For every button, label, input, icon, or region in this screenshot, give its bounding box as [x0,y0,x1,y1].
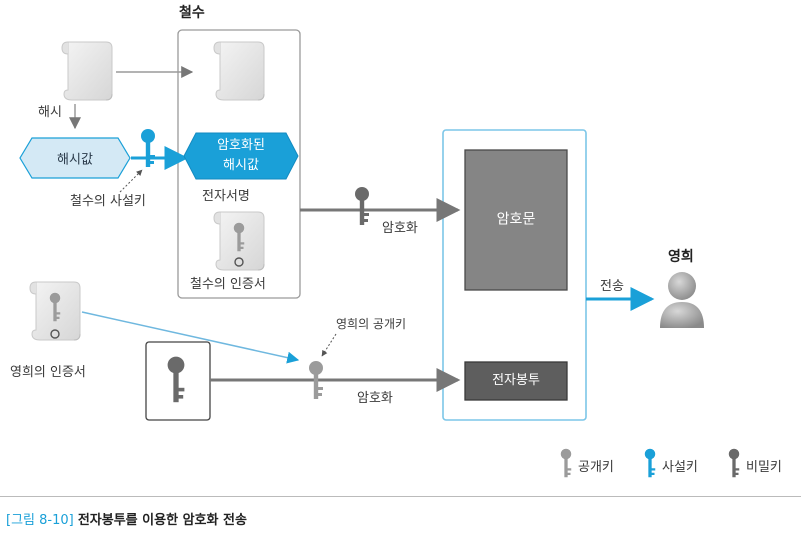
legend-private-key-icon [644,448,656,478]
caption-divider [0,496,801,497]
receiver-public-key-label: 영희의 공개키 [336,317,407,331]
sender-document-icon [213,41,265,101]
encrypted-hash-hexagon [183,132,299,180]
public-key-arrow [81,311,300,364]
legend-secret-key-label: 비밀키 [746,460,782,475]
hash-value-hexagon [19,137,131,179]
encrypted-hash-label-1: 암호화된 [217,137,265,153]
sender-name: 철수 [179,5,205,21]
transmit-label: 전송 [600,279,624,294]
sender-certificate-icon [213,211,265,271]
hash-step-label: 해시 [38,105,62,120]
figure-number: [그림 8-10] [6,513,74,528]
receiver-certificate-icon [29,281,81,341]
encrypt-bottom-label: 암호화 [357,391,393,406]
hash-value-label: 해시값 [57,152,93,168]
figure-caption: [그림 8-10] 전자봉투를 이용한 암호화 전송 [6,509,247,528]
legend-private-key-label: 사설키 [662,460,698,475]
legend-public-key-icon [560,448,572,478]
digital-envelope-label: 전자봉투 [492,373,540,389]
legend-public-key-label: 공개키 [578,460,614,475]
digital-envelope-box [464,361,568,401]
digital-signature-label: 전자서명 [202,189,250,204]
secret-key-top-icon [355,187,369,225]
receiver-name: 영희 [668,249,694,265]
sender-certificate-label: 철수의 인증서 [190,277,266,292]
sender-private-key-icon [141,129,155,167]
private-key-pointer [119,169,143,193]
receiver-certificate-label: 영희의 인증서 [10,365,86,380]
encrypt-top-label: 암호화 [382,221,418,236]
legend-secret-key-icon [728,448,740,478]
public-key-pointer [321,333,337,357]
ciphertext-label: 암호문 [496,211,536,228]
original-document-icon [61,41,113,101]
ciphertext-box [464,149,568,291]
receiver-person-icon [660,272,704,328]
envelope-group-box [442,129,587,421]
sender-private-key-label: 철수의 사설키 [70,194,146,209]
encrypted-hash-label-2: 해시값 [223,157,259,173]
figure-title: 전자봉투를 이용한 암호화 전송 [77,513,247,528]
